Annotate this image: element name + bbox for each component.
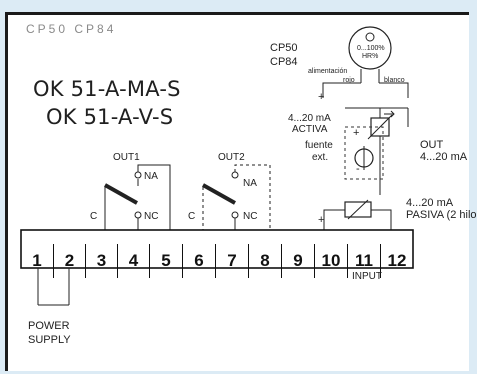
out1-switch-blade [104, 183, 138, 205]
out2-na-label: NA [243, 178, 257, 189]
out2-c-label: C [188, 211, 196, 222]
passive-mode-label: PASIVA (2 hilo [406, 209, 477, 221]
input-label: INPUT [352, 271, 382, 282]
passive-wire-left [323, 209, 345, 230]
terminal-10: 10 [314, 244, 347, 278]
out-label: OUT [420, 139, 444, 151]
terminal-8: 8 [248, 244, 281, 278]
model-label-v: OK 51-A-V-S [46, 105, 174, 129]
out2-switch-blade [202, 183, 236, 205]
active-current-label: 4...20 mA [288, 113, 331, 124]
cut-off-header: CP50 CP84 [26, 22, 117, 36]
external-source-label-2: ext. [312, 152, 329, 163]
terminal-11: 11 [347, 244, 380, 278]
terminal-1: 1 [32, 251, 42, 270]
terminal-block-outline [20, 229, 414, 269]
terminal-9: 9 [281, 244, 314, 278]
sensor-range: 0...100% [357, 45, 385, 52]
diagram-root: CP50 CP84 OK 51-A-MA-S OK 51-A-V-S [5, 12, 477, 371]
out2-na-contact [231, 171, 239, 179]
plus-sign-source: + [353, 127, 360, 139]
out-current-label: 4...20 mA [420, 151, 468, 163]
sensor-circle [348, 26, 392, 70]
wiring-diagram: CP50 CP84 OK 51-A-MA-S OK 51-A-V-S [5, 12, 477, 371]
sensor-signal-wire [379, 82, 409, 98]
out2-common-wire-top [234, 164, 270, 172]
out1-c-label: C [90, 211, 98, 222]
sensor-hole [365, 32, 375, 42]
out1-na-label: NA [144, 171, 158, 182]
passive-box-slash [347, 199, 369, 220]
passive-wire-right [371, 209, 392, 230]
plus-sign-passive: + [318, 214, 325, 226]
power-label-2: SUPPLY [28, 334, 71, 346]
sensor-wire-white-label: blanco [384, 77, 405, 84]
out1-na-contact [134, 171, 142, 179]
wiring-lines [20, 26, 414, 306]
sensor-unit: HR% [362, 53, 379, 60]
terminal-6: 6 [182, 244, 215, 278]
terminal-12: 12 [380, 244, 413, 278]
external-source-box [344, 126, 384, 180]
out2-title: OUT2 [218, 152, 245, 163]
sensor-supply-wire [322, 82, 361, 98]
terminal-3: 3 [85, 244, 117, 278]
active-mode-label: ACTIVA [292, 124, 328, 135]
out1-nc-label: NC [144, 211, 159, 222]
sensor-model-1: CP50 [270, 42, 298, 54]
active-arrowhead [390, 110, 395, 118]
model-label-ma: OK 51-A-MA-S [33, 77, 181, 101]
terminal-2: 2 [53, 244, 85, 278]
sensor-supply-label: alimentación [308, 68, 348, 75]
external-source-label-1: fuente [305, 140, 333, 151]
minus-sign-source: - [356, 163, 360, 175]
sensor-wire-red-label: rojo [343, 77, 355, 84]
out2-nc-label: NC [243, 211, 258, 222]
out1-title: OUT1 [113, 152, 140, 163]
terminal-4: 4 [117, 244, 149, 278]
sensor-model-2: CP84 [270, 56, 298, 68]
out1-common-wire [137, 164, 171, 230]
power-label-1: POWER [28, 320, 70, 332]
active-output-slash [367, 114, 393, 140]
out1-nc-contact [134, 211, 142, 219]
terminal-5: 5 [149, 244, 182, 278]
passive-current-label: 4...20 mA [406, 197, 454, 209]
plus-sign-sensor: + [318, 91, 325, 103]
terminal-7: 7 [215, 244, 248, 278]
out2-nc-contact [231, 211, 239, 219]
